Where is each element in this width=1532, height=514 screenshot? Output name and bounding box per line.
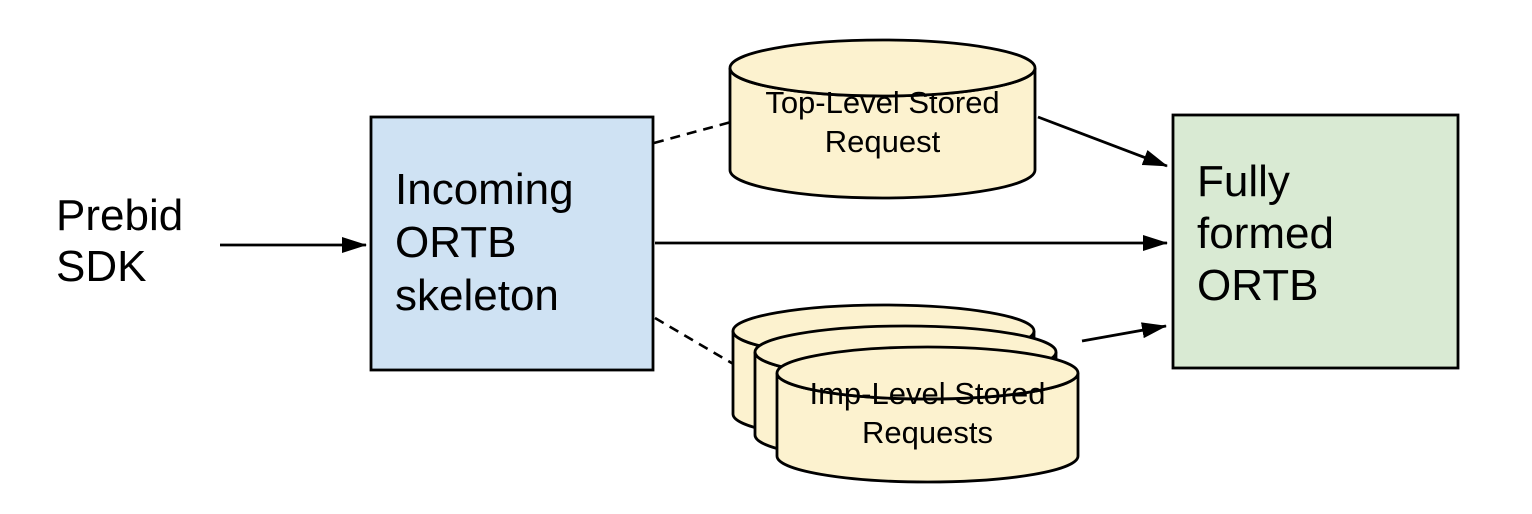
imp-level-stored-requests-label: Imp-Level Stored Requests bbox=[809, 376, 1046, 450]
fully-formed-ortb-label: Fully formed ORTB bbox=[1197, 157, 1334, 310]
cylinder-top bbox=[775, 345, 1080, 401]
incoming-ortb-box bbox=[369, 115, 655, 372]
stack-cylinder-front bbox=[775, 345, 1080, 484]
edge-imp-level-stored-requests-to-fully-formed-ortb bbox=[1081, 322, 1167, 343]
imp-level-stored-requests-stack bbox=[731, 303, 1080, 484]
prebid-sdk-label: Prebid SDK bbox=[56, 191, 184, 291]
incoming-ortb-label: Incoming ORTB skeleton bbox=[395, 165, 574, 320]
top-level-stored-request-cylinder bbox=[728, 38, 1037, 200]
edge-incoming-ortb-to-imp-level-stored-requests bbox=[654, 316, 736, 367]
fully-formed-ortb-box bbox=[1171, 113, 1460, 370]
top-level-stored-request-label: Top-Level Stored Request bbox=[765, 85, 1000, 159]
edge-incoming-ortb-to-top-level-stored-request bbox=[653, 120, 732, 145]
cylinder-top bbox=[728, 38, 1037, 98]
edge-top-level-stored-request-to-fully-formed-ortb bbox=[1037, 115, 1168, 168]
